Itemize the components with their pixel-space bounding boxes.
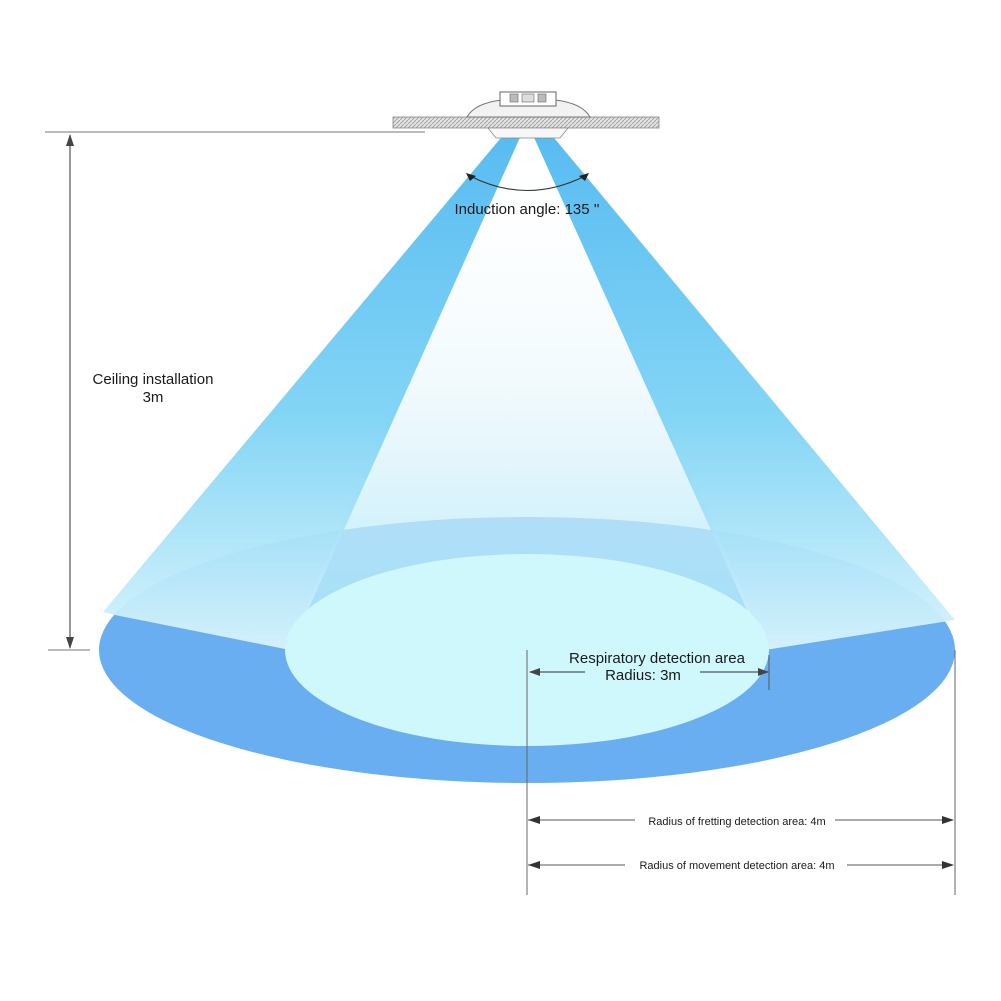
arc-arrow-left (466, 173, 476, 181)
ceiling-installation-label: Ceiling installation (93, 371, 214, 388)
movement-arrow-left (528, 861, 540, 869)
height-arrow-bottom (66, 637, 74, 649)
fretting-arrow-right (942, 816, 954, 824)
sensor-device-icon (466, 91, 591, 139)
height-arrow-top (66, 134, 74, 146)
fretting-radius-label: Radius of fretting detection area: 4m (648, 816, 825, 828)
respiratory-area-label: Respiratory detection area (569, 650, 746, 667)
left-beam (103, 133, 522, 650)
inner-cone (288, 135, 768, 650)
respiratory-radius-label: Radius: 3m (605, 667, 681, 684)
induction-angle-arc (469, 175, 586, 192)
fretting-arrow-left (528, 816, 540, 824)
fretting-label-bg (635, 810, 835, 830)
ceiling-board (392, 116, 660, 129)
ceiling-height-label: 3m (143, 389, 164, 406)
arc-arrow-right (579, 173, 589, 181)
movement-radius-label: Radius of movement detection area: 4m (639, 860, 834, 872)
respiratory-arrow-right (758, 668, 769, 676)
induction-angle-label: Induction angle: 135 '' (454, 201, 599, 218)
movement-label-bg (625, 855, 847, 875)
movement-arrow-right (942, 861, 954, 869)
respiratory-arrow-left (529, 668, 540, 676)
right-beam (532, 133, 955, 650)
